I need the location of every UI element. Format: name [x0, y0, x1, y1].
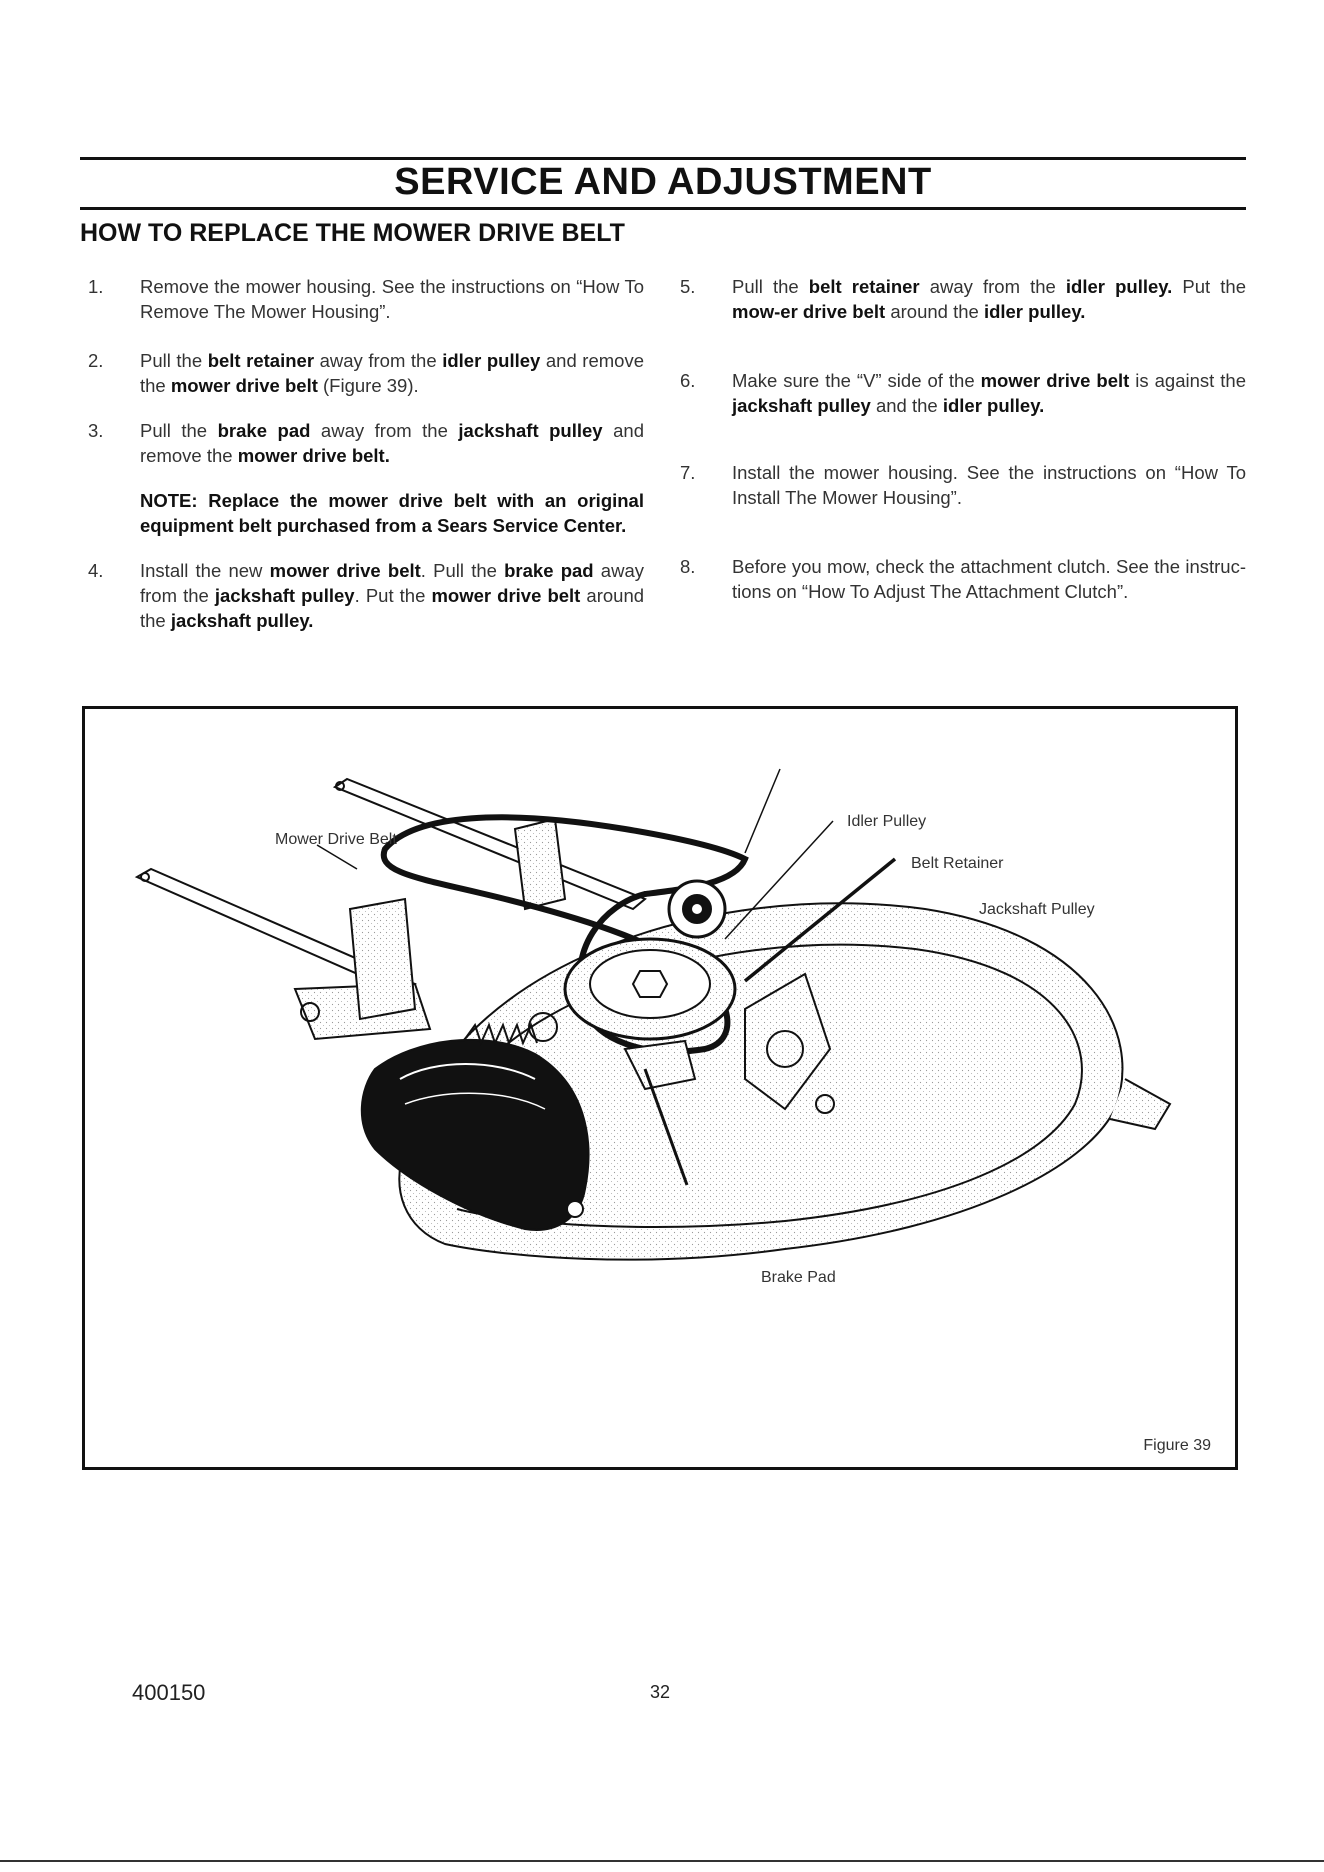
brake-pad-bracket — [623, 1039, 697, 1091]
step-text: Pull the brake pad away from the jacksha… — [140, 420, 644, 466]
footer-page-number: 32 — [650, 1682, 671, 1702]
step-text: Remove the mower housing. See the instru… — [140, 276, 644, 322]
step-number: 7. — [680, 462, 696, 483]
instructions-right-column: 5. Pull the belt retainer away from the … — [680, 274, 1246, 604]
step-text: Pull the belt retainer away from the idl… — [140, 350, 644, 396]
step-number: 6. — [680, 370, 696, 391]
step-text: Pull the belt retainer away from the idl… — [732, 276, 1246, 322]
footer-model-code: 400150 — [132, 1680, 206, 1705]
figure-caption: Figure 39 — [1143, 1437, 1211, 1454]
step-8: 8. Before you mow, check the attachment … — [680, 554, 1246, 604]
bottom-edge-line — [0, 1860, 1324, 1862]
step-6: 6. Make sure the “V” side of the mower d… — [680, 368, 1246, 418]
section-title: HOW TO REPLACE THE MOWER DRIVE BELT — [80, 219, 625, 247]
right-bracket — [744, 972, 832, 1111]
step-3: 3. Pull the brake pad away from the jack… — [88, 418, 644, 468]
step-number: 5. — [680, 276, 696, 297]
step-2: 2. Pull the belt retainer away from the … — [88, 348, 644, 398]
label-jackshaft-pulley: Jackshaft Pulley — [979, 901, 1095, 918]
label-mower-drive-belt: Mower Drive Belt — [275, 831, 397, 848]
step-number: 3. — [88, 420, 104, 441]
label-belt-retainer: Belt Retainer — [911, 855, 1004, 872]
note-text: NOTE: Replace the mower drive belt with … — [140, 490, 644, 536]
bracket-left — [348, 897, 417, 1021]
step-number: 2. — [88, 350, 104, 371]
step-4: 4. Install the new mower drive belt. Pul… — [88, 558, 644, 633]
step-7: 7. Install the mower housing. See the in… — [680, 460, 1246, 510]
bracket-mid — [513, 817, 567, 911]
step-1: 1. Remove the mower housing. See the ins… — [88, 274, 644, 324]
instructions-left-column: 1. Remove the mower housing. See the ins… — [88, 274, 644, 633]
mower-deck-illustration — [134, 768, 1172, 1261]
tension-spring — [464, 1022, 538, 1046]
step-text: Before you mow, check the attachment clu… — [732, 556, 1246, 602]
top-rule — [80, 157, 1246, 160]
title-underline — [80, 207, 1246, 210]
step-number: 4. — [88, 560, 104, 581]
chute-wingnut — [566, 1200, 584, 1218]
label-idler-pulley: Idler Pulley — [847, 813, 927, 830]
bar-bolt — [300, 1002, 320, 1022]
step-number: 1. — [88, 276, 104, 297]
page-title: SERVICE AND ADJUSTMENT — [394, 161, 932, 203]
deck-flange — [1109, 1078, 1172, 1131]
step-text: Make sure the “V” side of the mower driv… — [732, 370, 1247, 416]
step-text: Install the new mower drive belt. Pull t… — [140, 560, 645, 631]
step-number: 8. — [680, 556, 696, 577]
step-5: 5. Pull the belt retainer away from the … — [680, 274, 1246, 324]
step-text: Install the mower housing. See the instr… — [732, 462, 1246, 508]
figure-39: Mower Drive Belt Idler Pulley Belt Retai… — [82, 706, 1238, 1470]
discharge-chute — [360, 1038, 590, 1231]
label-brake-pad: Brake Pad — [761, 1269, 836, 1286]
